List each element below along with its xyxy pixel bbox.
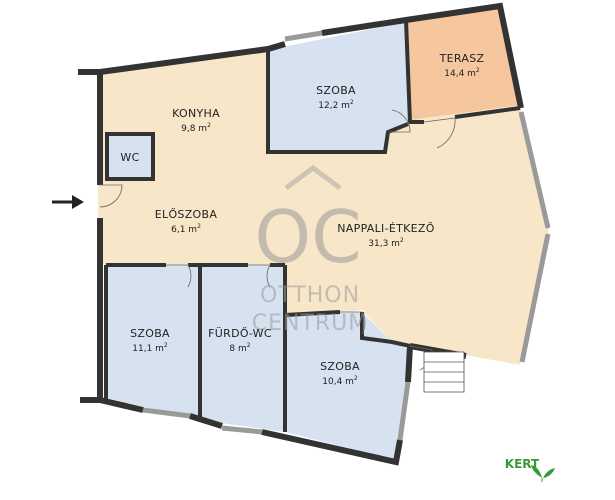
outer-wall bbox=[78, 41, 286, 75]
room-area-szoba-top: 12,2 m2 bbox=[318, 99, 354, 111]
walls bbox=[78, 2, 524, 466]
inner-wall bbox=[454, 106, 521, 119]
door-swing bbox=[423, 117, 456, 149]
room-label-szoba-bl: SZOBA bbox=[130, 327, 170, 340]
window bbox=[284, 30, 323, 42]
room-area-szoba-br: 10,4 m2 bbox=[322, 375, 358, 387]
inner-wall bbox=[284, 310, 341, 317]
inner-wall bbox=[266, 49, 409, 154]
leaf-icon bbox=[531, 465, 555, 482]
terasz-floor bbox=[406, 8, 520, 120]
house-roof-icon bbox=[284, 164, 342, 191]
outer-wall bbox=[99, 397, 144, 413]
wc-floor bbox=[108, 135, 152, 178]
outer-wall bbox=[405, 345, 413, 383]
window bbox=[518, 111, 551, 229]
wc-wall bbox=[105, 132, 155, 181]
watermark-line2: CENTRUM bbox=[252, 311, 369, 336]
window bbox=[519, 233, 551, 363]
entrance-stairs bbox=[423, 351, 465, 393]
windows bbox=[142, 30, 551, 441]
room-label-szoba-br: SZOBA bbox=[320, 360, 360, 373]
room-area-nappali: 31,3 m2 bbox=[368, 237, 404, 249]
room-label-szoba-top: SZOBA bbox=[316, 84, 356, 97]
szoba-top-floor bbox=[268, 22, 410, 152]
room-area-terasz: 14,4 m2 bbox=[444, 67, 480, 79]
doors bbox=[99, 109, 456, 371]
room-label-nappali: NAPPALI-ÉTKEZŐ bbox=[337, 221, 434, 235]
outer-wall bbox=[189, 413, 223, 429]
room-area-szoba-bl: 11,1 m2 bbox=[132, 342, 168, 354]
window bbox=[221, 425, 263, 435]
room-label-konyha: KONYHA bbox=[172, 107, 220, 120]
door-swing bbox=[166, 264, 192, 288]
room-label-eloszoba: ELŐSZOBA bbox=[155, 207, 218, 221]
room-labels: KONYHA 9,8 m2 SZOBA 12,2 m2 TERASZ 14,4 … bbox=[120, 52, 484, 387]
room-label-terasz: TERASZ bbox=[439, 52, 485, 65]
room-area-eloszoba: 6,1 m2 bbox=[171, 223, 201, 235]
watermark-line1: OTTHON bbox=[260, 283, 360, 308]
outer-wall bbox=[261, 429, 403, 466]
garden-label: KERT bbox=[505, 457, 540, 471]
room-fills bbox=[98, 8, 550, 460]
door-swing bbox=[340, 311, 366, 335]
szoba-br-floor bbox=[285, 312, 410, 460]
watermark: OC OTTHON CENTRUM bbox=[252, 164, 369, 336]
door-swing bbox=[99, 184, 123, 208]
inner-wall bbox=[360, 312, 411, 348]
inner-wall bbox=[404, 19, 424, 124]
window bbox=[397, 381, 411, 441]
window bbox=[142, 407, 191, 419]
room-area-furdo: 8 m2 bbox=[229, 342, 250, 354]
outer-wall bbox=[80, 218, 103, 403]
konyha-floor bbox=[98, 50, 268, 152]
door-swing bbox=[248, 264, 271, 288]
room-area-konyha: 9,8 m2 bbox=[181, 122, 211, 134]
furdo-floor bbox=[200, 265, 285, 432]
outer-wall bbox=[321, 2, 524, 109]
door-swing bbox=[388, 109, 411, 133]
entrance-arrow bbox=[52, 195, 84, 209]
szoba-bl-floor bbox=[106, 265, 200, 420]
garden-marker: KERT bbox=[505, 457, 555, 482]
nappali-floor bbox=[270, 105, 550, 365]
room-label-furdo: FÜRDŐ-WC bbox=[208, 326, 272, 340]
watermark-logo: OC bbox=[255, 195, 362, 279]
room-label-wc: WC bbox=[120, 151, 139, 164]
